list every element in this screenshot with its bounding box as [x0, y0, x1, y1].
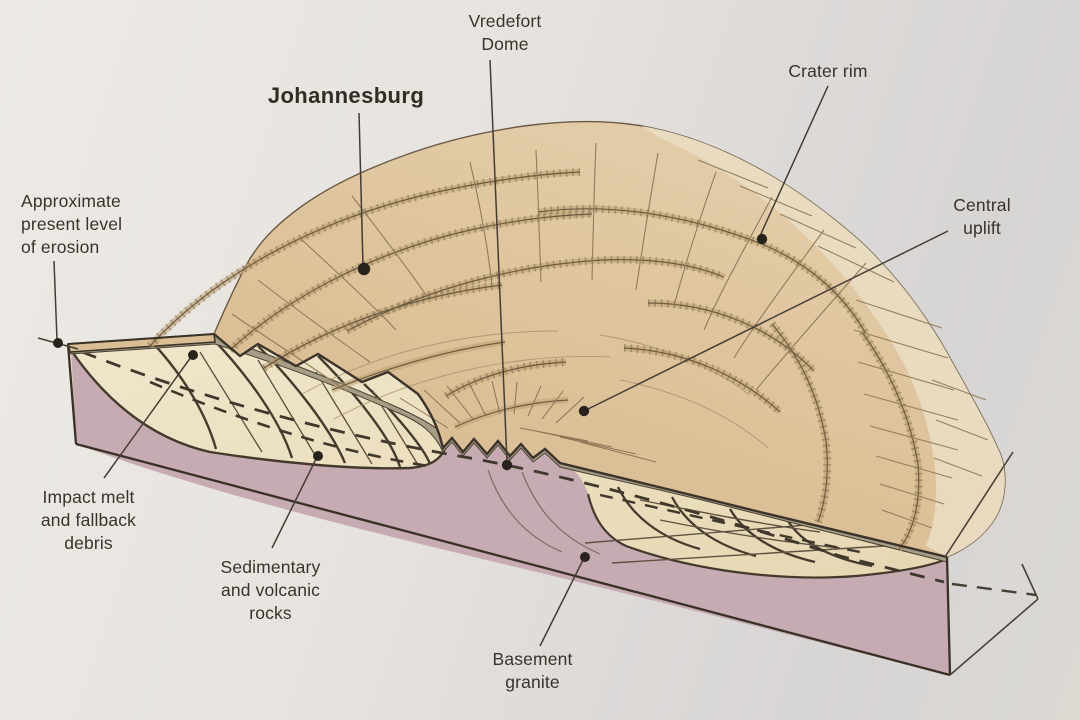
leader-vredefort-dome — [489, 59, 508, 463]
dot-johannesburg — [357, 262, 371, 276]
dot-vredefort-dome — [501, 459, 513, 471]
leader-erosion-level — [53, 260, 58, 341]
central-uplift-shatter-fan — [399, 380, 657, 463]
block-outline — [66, 333, 952, 677]
right-syncline-base-line — [586, 493, 948, 579]
leader-dots — [53, 233, 768, 562]
leader-lines — [53, 59, 949, 647]
label-johannesburg: Johannesburg — [267, 83, 425, 108]
crater-ridge-bands — [147, 168, 923, 552]
dome-top-surface — [147, 120, 1006, 558]
wireframe-corner-lines — [944, 451, 1039, 676]
label-central-uplift: Central uplift — [953, 195, 1011, 238]
outer-flank-zone — [642, 126, 1005, 557]
leader-crater-rim — [759, 85, 829, 237]
label-sedimentary: Sedimentary and volcanic rocks — [220, 557, 321, 623]
leader-impact-melt — [103, 356, 192, 479]
dashed-structure-lines — [81, 350, 945, 584]
leader-basement-granite — [539, 559, 584, 647]
label-crater-rim: Crater rim — [788, 61, 868, 81]
leader-johannesburg — [358, 112, 364, 267]
dot-erosion-level — [53, 338, 63, 348]
leader-sedimentary — [271, 458, 317, 549]
surface-front-edge — [213, 333, 948, 559]
label-vredefort-dome: Vredefort Dome — [468, 11, 542, 54]
label-erosion-level: Approximate present level of erosion — [21, 191, 123, 257]
leader-central-uplift — [585, 230, 949, 411]
granite-internal-arcs — [487, 469, 601, 555]
label-basement-granite: Basement granite — [492, 649, 573, 692]
dot-sedimentary — [313, 451, 323, 461]
dot-crater-rim — [756, 233, 768, 245]
dot-basement-granite — [580, 552, 590, 562]
dot-central-uplift — [578, 405, 590, 417]
label-impact-melt: Impact melt and fallback debris — [40, 487, 137, 553]
dot-impact-melt — [188, 350, 198, 360]
ridge-crest-lines — [149, 171, 920, 550]
